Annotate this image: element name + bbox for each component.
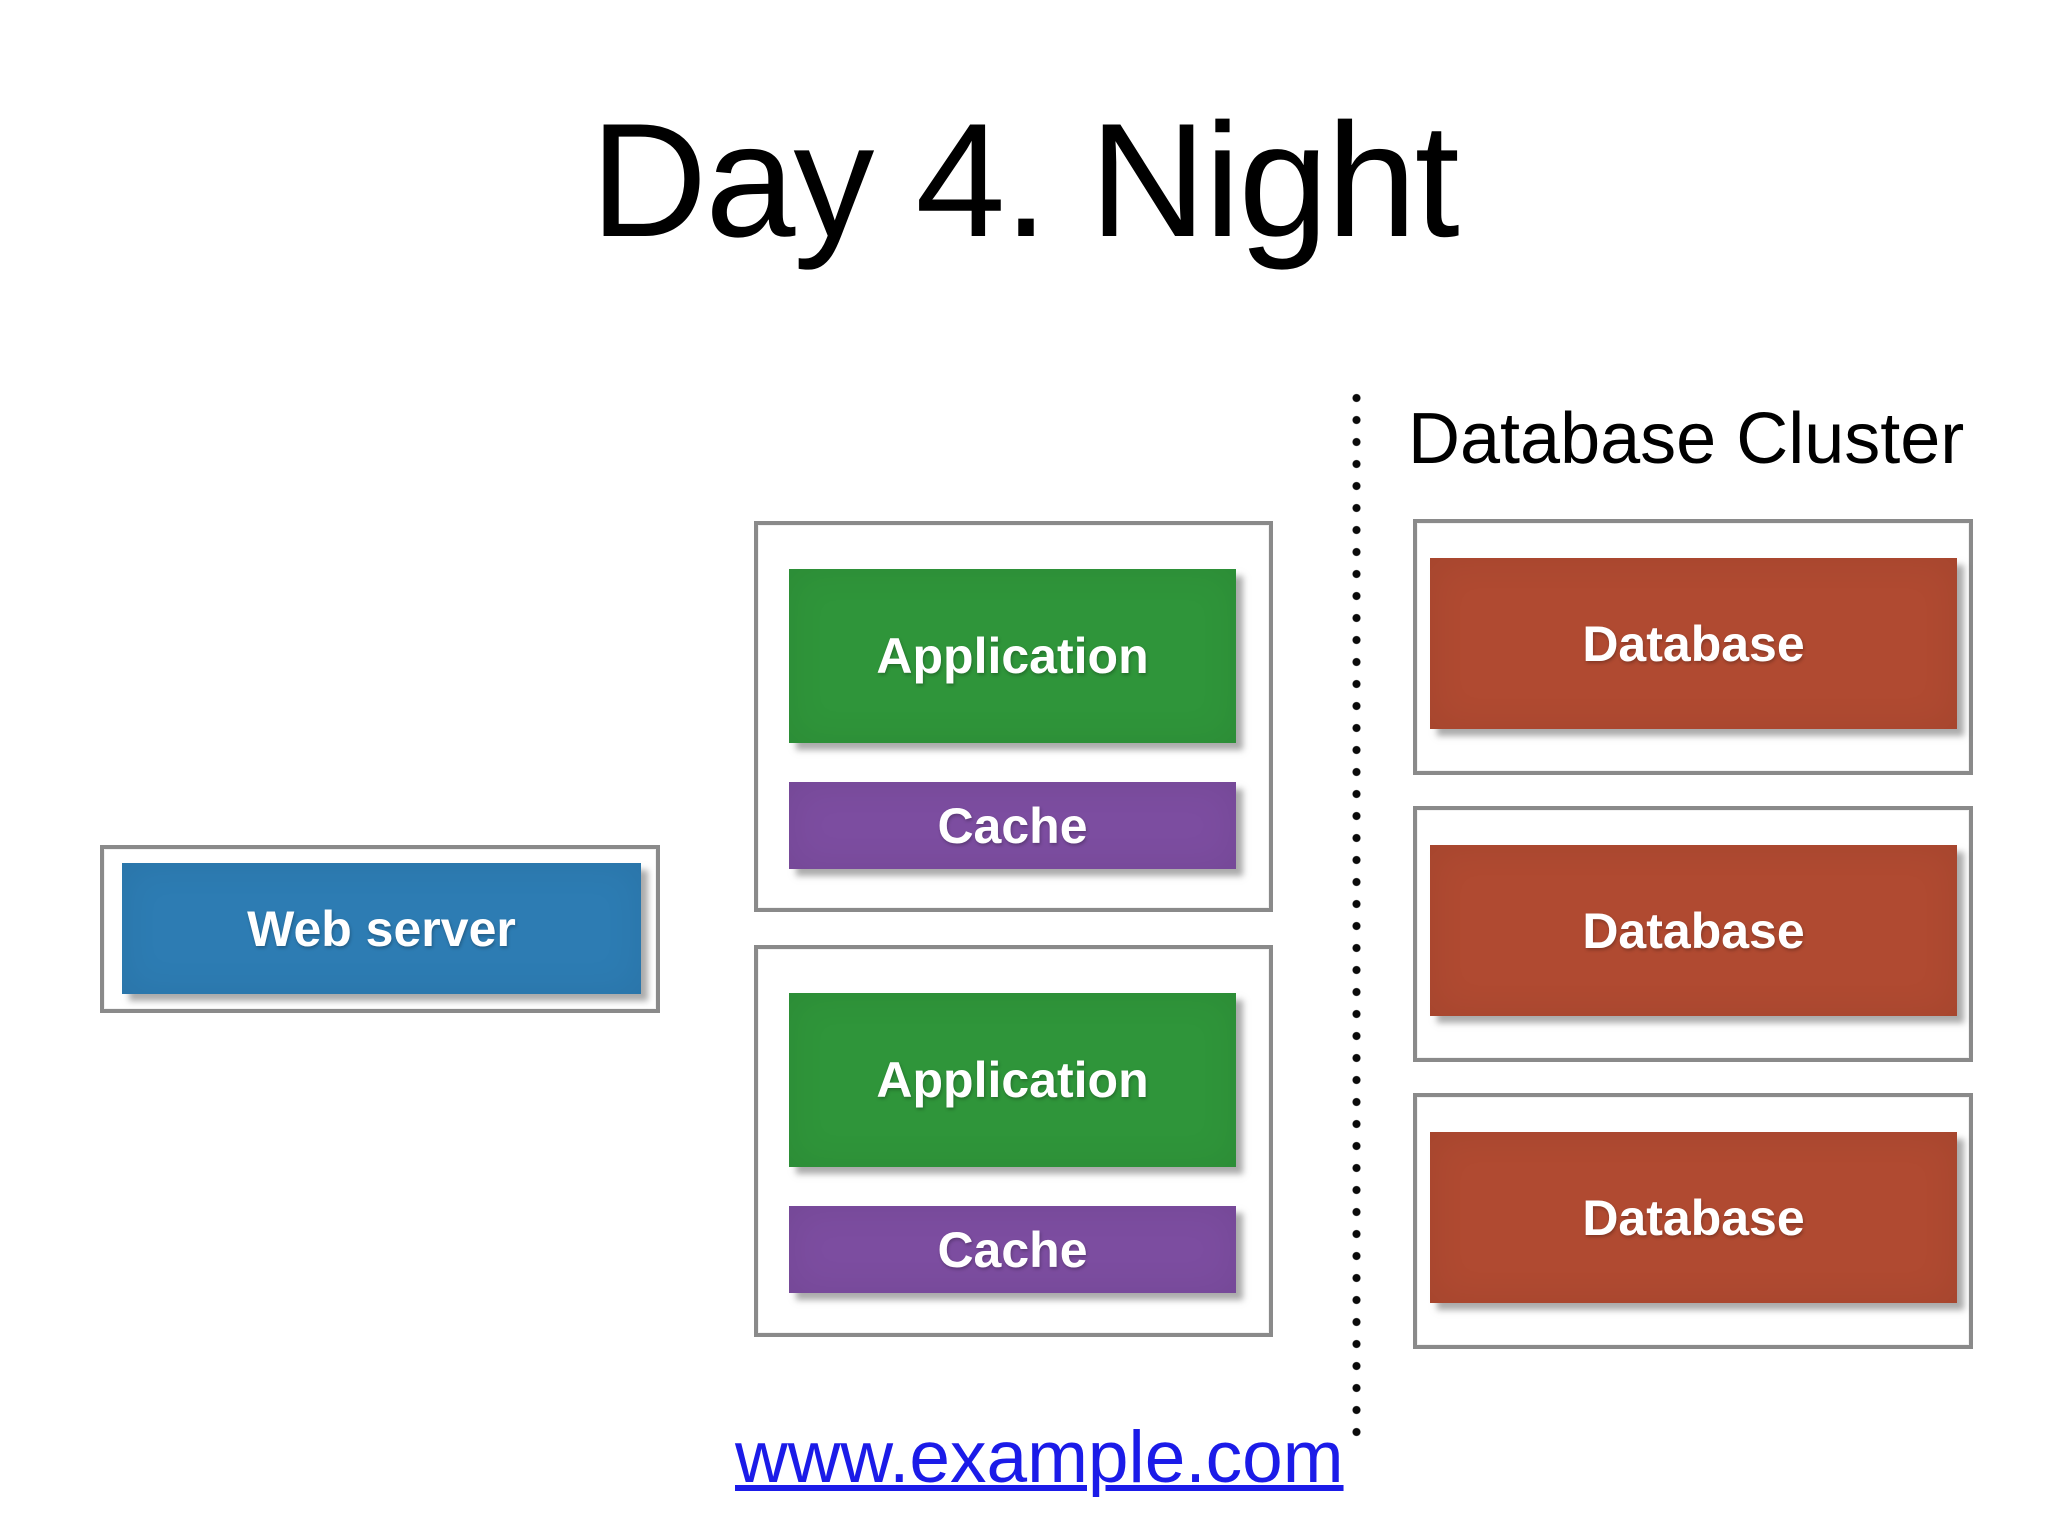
- database-node-3: Database: [1430, 1132, 1957, 1303]
- dotted-separator-line: [1352, 393, 1361, 1449]
- footer-link[interactable]: www.example.com: [735, 1417, 1344, 1498]
- app-cache-group-2: Application Cache: [754, 945, 1273, 1337]
- cache-label: Cache: [937, 1221, 1088, 1278]
- web-server-label: Web server: [247, 900, 516, 957]
- application-node-1: Application: [789, 569, 1236, 743]
- cache-label: Cache: [937, 797, 1088, 854]
- app-cache-group-1: Application Cache: [754, 521, 1273, 912]
- application-label: Application: [876, 1052, 1149, 1108]
- database-group-3: Database: [1413, 1093, 1973, 1349]
- cache-node-1: Cache: [789, 782, 1236, 869]
- database-label: Database: [1582, 1189, 1805, 1246]
- application-label: Application: [876, 628, 1149, 684]
- application-node-2: Application: [789, 993, 1236, 1167]
- database-label: Database: [1582, 615, 1805, 672]
- database-label: Database: [1582, 902, 1805, 959]
- database-group-2: Database: [1413, 806, 1973, 1062]
- database-node-1: Database: [1430, 558, 1957, 729]
- web-server-group: Web server: [100, 845, 660, 1013]
- cache-node-2: Cache: [789, 1206, 1236, 1293]
- database-cluster-heading: Database Cluster: [1408, 399, 1965, 479]
- database-group-1: Database: [1413, 519, 1973, 775]
- web-server-node: Web server: [122, 863, 641, 994]
- database-node-2: Database: [1430, 845, 1957, 1016]
- slide-title: Day 4. Night: [590, 90, 1459, 271]
